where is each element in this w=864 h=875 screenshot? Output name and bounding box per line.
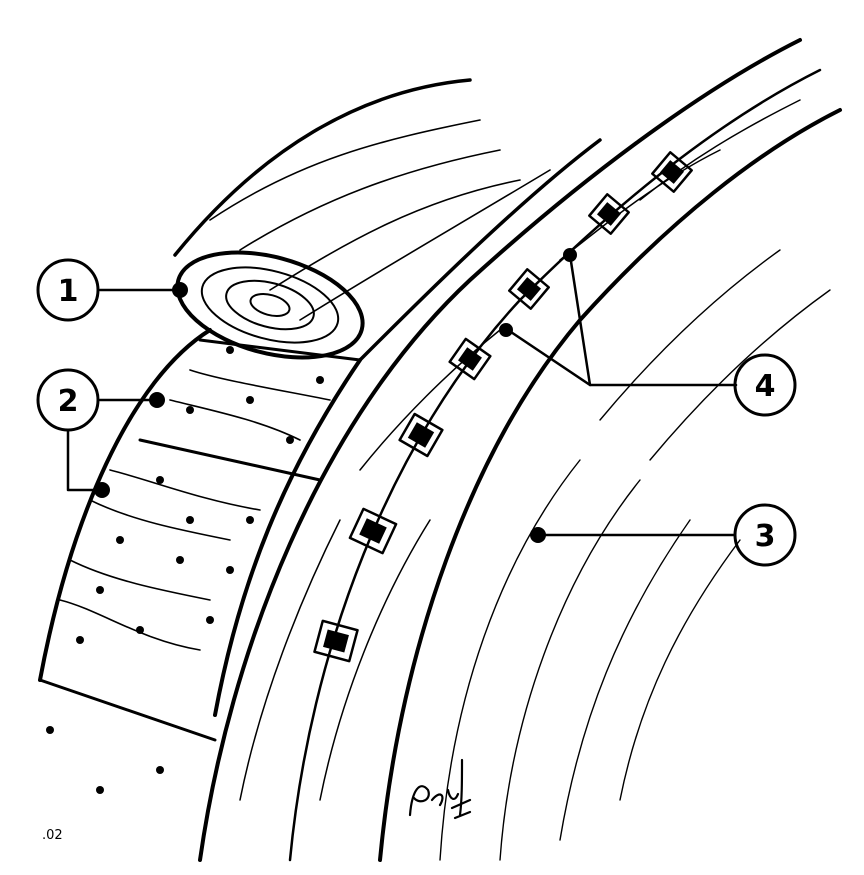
middle-arch-ring [198, 38, 842, 862]
upper-beam [173, 78, 602, 362]
callout-1-label: 1 [58, 274, 79, 309]
nail-holes [313, 151, 693, 663]
outer-block-ring [38, 328, 362, 794]
artist-signature [408, 758, 472, 820]
callout-2-label: 2 [58, 384, 79, 419]
callout-3-label: 3 [755, 519, 776, 554]
page-code: .02 [42, 828, 63, 843]
callout-2: 2 [36, 368, 100, 432]
log-end [175, 250, 365, 360]
inner-surface [439, 249, 831, 861]
callout-leaders [66, 248, 738, 543]
callout-3: 3 [733, 503, 797, 567]
callout-4-label: 4 [755, 369, 776, 404]
callout-1: 1 [36, 258, 100, 322]
callout-4: 4 [733, 353, 797, 417]
